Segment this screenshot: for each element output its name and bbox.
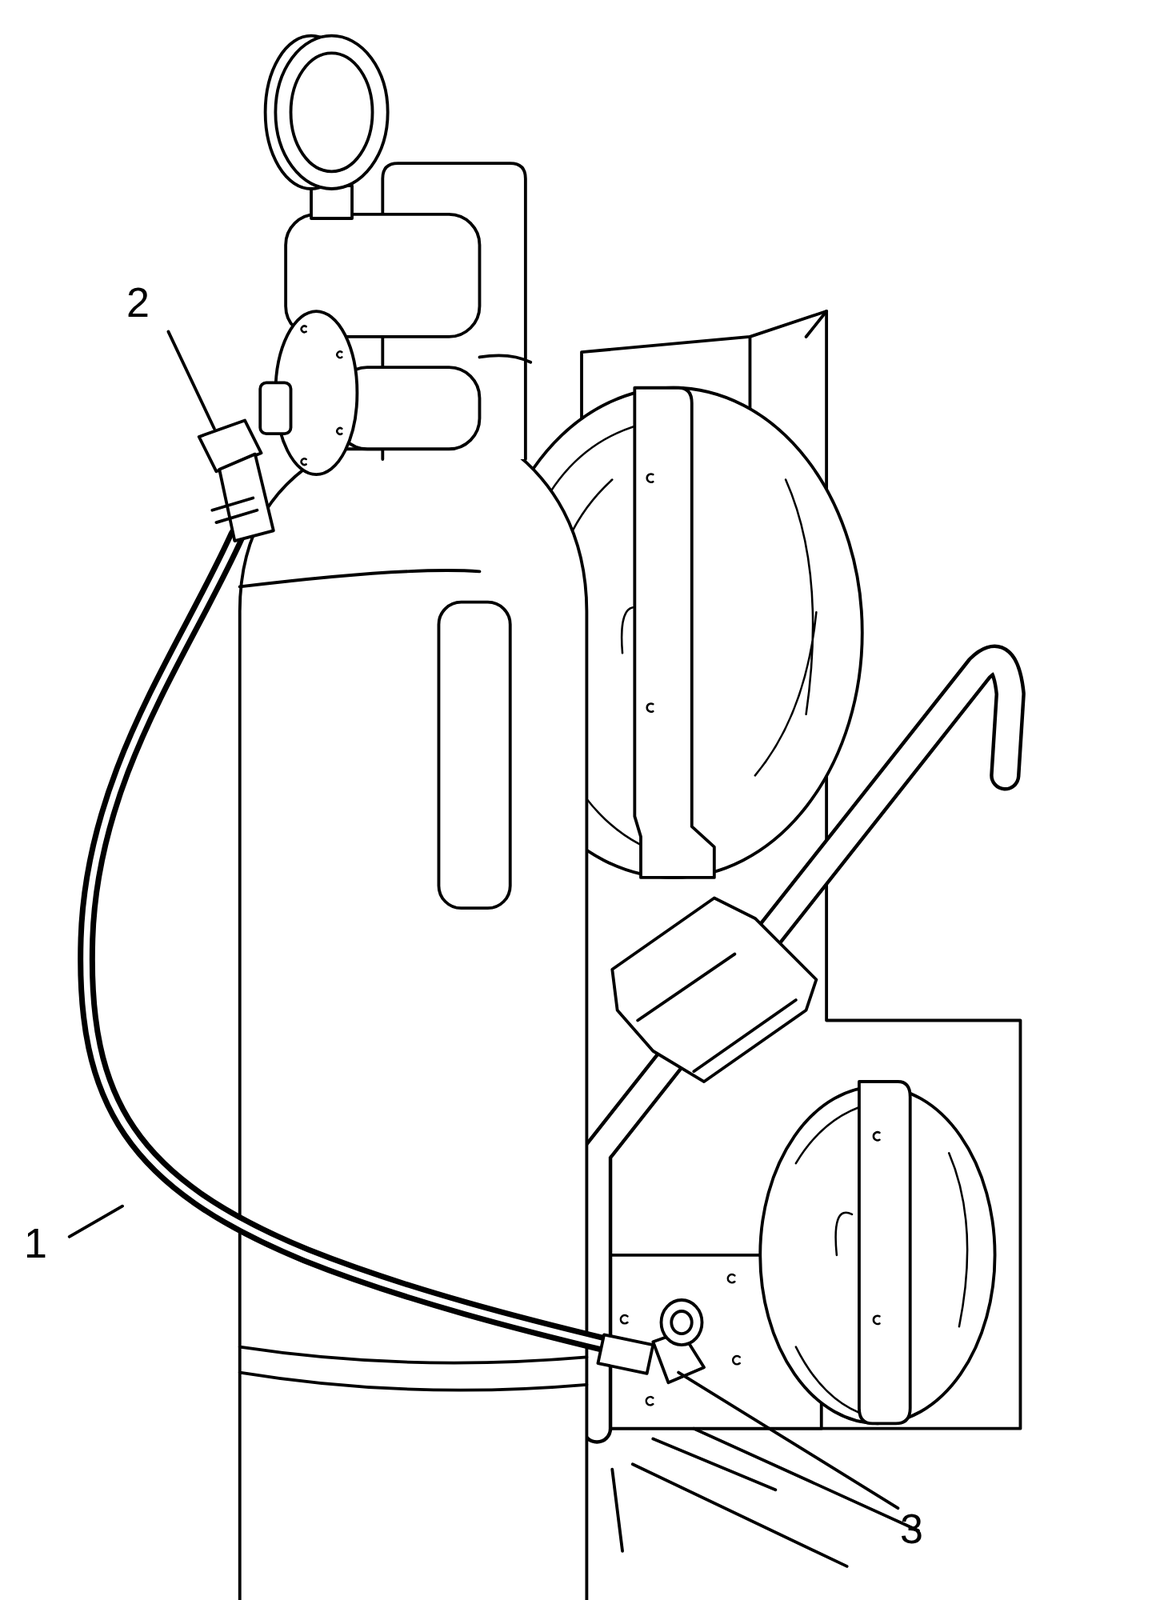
- hose: [86, 536, 608, 1345]
- callout-number: 1: [24, 1222, 48, 1264]
- leader-lines: [69, 332, 899, 1509]
- callout-number: 3: [900, 1508, 924, 1550]
- tank-fitting: [199, 420, 274, 542]
- cart-fitting: [597, 1300, 704, 1383]
- lower-hose-reel: [760, 1081, 995, 1424]
- gas-cylinder: [240, 163, 588, 1600]
- callout-number: 2: [126, 281, 150, 324]
- regulator: [260, 36, 480, 475]
